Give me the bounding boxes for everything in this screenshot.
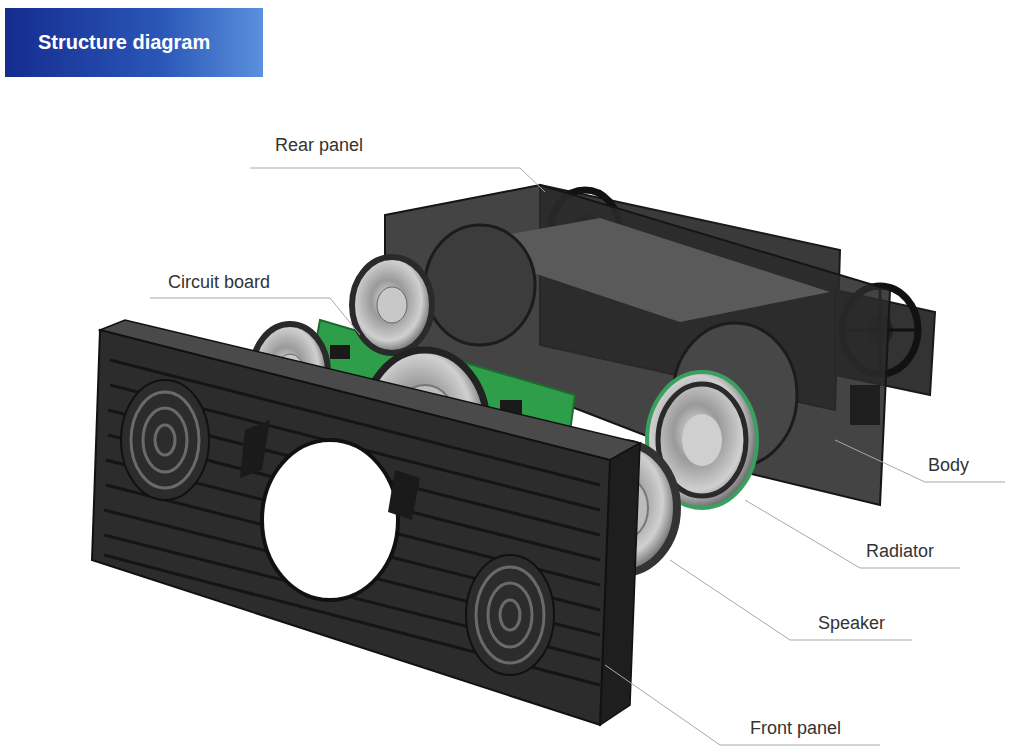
radiator [682, 414, 722, 466]
front-panel [121, 380, 209, 500]
front-panel [92, 330, 610, 725]
circuit-board [377, 287, 407, 323]
front-panel [143, 408, 187, 472]
leader-line [605, 665, 880, 745]
part-label: Front panel [750, 717, 841, 739]
part-label: Body [928, 454, 969, 476]
front-panel [131, 392, 199, 488]
title-text: Structure diagram [38, 30, 210, 54]
front-panel [155, 425, 175, 455]
leader-line [670, 560, 912, 640]
body [850, 385, 880, 425]
front-panel [466, 555, 554, 675]
leader-line [150, 168, 1005, 745]
leader-line [250, 168, 545, 192]
leader-line [150, 298, 360, 335]
front-panel [476, 567, 544, 663]
front-panel [92, 320, 640, 725]
part-label: Circuit board [168, 271, 270, 293]
front-panel [476, 567, 544, 663]
circuit-board [352, 257, 432, 353]
part-label: Speaker [818, 612, 885, 634]
front-panel [104, 360, 600, 685]
front-panel [488, 583, 532, 647]
front-panel [262, 440, 398, 600]
circuit-board [330, 345, 350, 359]
front-panel [131, 392, 199, 488]
front-panel [500, 600, 520, 630]
front-panel [240, 420, 270, 478]
front-panel [388, 470, 420, 520]
leader-line [745, 500, 960, 568]
title-banner [5, 8, 263, 77]
part-label: Radiator [866, 540, 934, 562]
part-label: Rear panel [275, 134, 363, 156]
title-banner [5, 8, 263, 77]
leader-line [835, 440, 1005, 482]
body [425, 225, 535, 345]
